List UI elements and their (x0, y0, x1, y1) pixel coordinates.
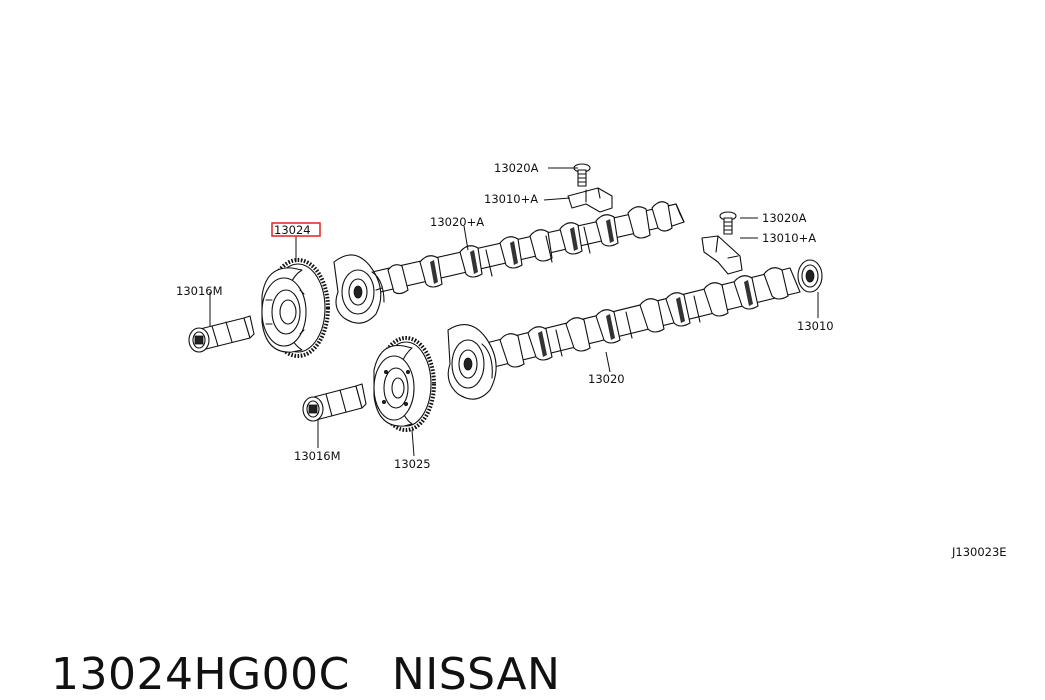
bracket-upper (567, 187, 613, 213)
seal-13010 (797, 259, 823, 293)
label-seal[interactable]: 13010 (797, 319, 834, 333)
label-bracket-right[interactable]: 13010+A (762, 231, 816, 245)
label-13024[interactable]: 13024 (274, 223, 311, 237)
label-bolt-upper[interactable]: 13020A (494, 161, 539, 175)
highlight-box (271, 222, 321, 237)
sprocket-13025 (373, 336, 436, 432)
label-bracket-upper[interactable]: 13010+A (484, 192, 538, 206)
label-solenoid-lower[interactable]: 13016M (294, 449, 341, 463)
solenoid-lower (302, 383, 367, 422)
part-number: 13024HG00C (50, 649, 350, 700)
exhaust-camshaft (481, 267, 801, 369)
label-intake-camshaft[interactable]: 13020+A (430, 215, 484, 229)
label-exhaust-camshaft[interactable]: 13020 (588, 372, 625, 386)
solenoid-upper (188, 315, 255, 353)
intake-camshaft (371, 201, 685, 295)
part-labels: 13024 13020+A 13020A 13010+A 13020A 1301… (176, 161, 1007, 559)
label-bolt-right[interactable]: 13020A (762, 211, 807, 225)
bracket-right (701, 235, 743, 275)
drawing-code: J130023E (951, 545, 1007, 559)
leader-lines (209, 167, 819, 457)
brand-name: NISSAN (391, 649, 561, 700)
footer-caption: 13024HG00C NISSAN (22, 598, 560, 700)
vtc-sprocket-13024 (261, 258, 330, 358)
intake-cam-plate (333, 254, 385, 324)
bolt-upper (573, 163, 591, 187)
label-sprocket-13025[interactable]: 13025 (394, 457, 431, 471)
exhaust-cam-plate (447, 324, 497, 400)
bolt-right (719, 211, 737, 235)
label-solenoid-upper[interactable]: 13016M (176, 284, 223, 298)
